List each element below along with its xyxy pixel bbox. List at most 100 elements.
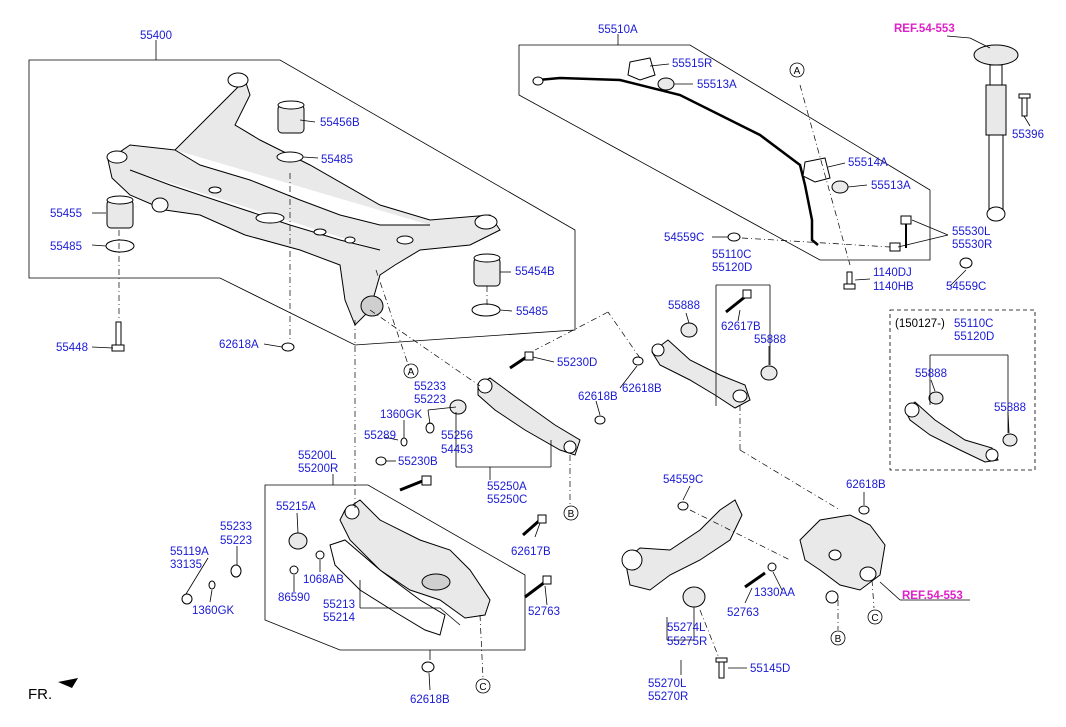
stopper-55485-left[interactable]	[105, 239, 135, 253]
label-55275R[interactable]: 55275R	[667, 636, 707, 648]
bolt-55448[interactable]	[111, 321, 125, 352]
bushing-55256[interactable]	[449, 399, 467, 415]
bushing-55513A-right[interactable]	[831, 180, 849, 194]
label-55530L[interactable]: 55530L	[952, 226, 991, 238]
label-55250C[interactable]: 55250C	[487, 494, 527, 506]
bolt-55230D[interactable]	[509, 351, 534, 370]
stopper-55485-top[interactable]	[276, 151, 304, 163]
label-62618A[interactable]: 62618A	[219, 339, 259, 351]
label-55110C[interactable]: 55110C	[712, 249, 751, 261]
nut-55119A[interactable]	[181, 593, 193, 605]
upper-arm-55110C[interactable]	[651, 339, 751, 409]
shock-absorber[interactable]	[973, 44, 1019, 222]
nut-55230B[interactable]	[375, 456, 387, 466]
label-55200R[interactable]: 55200R	[298, 463, 338, 475]
label-55270R[interactable]: 55270R	[648, 691, 688, 703]
nut-54559C-lower[interactable]	[677, 501, 689, 511]
bolt-86590[interactable]	[289, 565, 299, 575]
label-33135[interactable]: 33135	[170, 559, 202, 571]
bushing-55455[interactable]	[106, 195, 134, 229]
link-55530L[interactable]	[889, 215, 912, 252]
label-55233-b[interactable]: 55233	[220, 521, 252, 533]
label-1140HB[interactable]: 1140HB	[873, 281, 914, 293]
label-52763-lower[interactable]: 52763	[528, 606, 560, 618]
label-52763-knuckle[interactable]: 52763	[727, 607, 759, 619]
label-55396[interactable]: 55396	[1012, 129, 1044, 141]
label-55256[interactable]: 55256	[441, 430, 473, 442]
label-55110C-rev[interactable]: 55110C	[954, 318, 993, 330]
label-54559C-top[interactable]: 54559C	[664, 232, 704, 244]
washer-1330AA[interactable]	[767, 562, 777, 572]
label-55213[interactable]: 55213	[323, 599, 355, 611]
label-62618B-assist[interactable]: 62618B	[578, 391, 618, 403]
nut-62618A[interactable]	[281, 342, 295, 352]
label-55448[interactable]: 55448	[56, 342, 88, 354]
label-55888-b[interactable]: 55888	[754, 334, 786, 346]
label-55270L[interactable]: 55270L	[648, 678, 687, 690]
label-55274L[interactable]: 55274L	[667, 622, 706, 634]
bolt-1140DJ[interactable]	[843, 271, 856, 290]
label-55223-a[interactable]: 55223	[414, 394, 446, 406]
bracket-55515R[interactable]	[627, 57, 656, 81]
assist-arm-55250A[interactable]	[477, 377, 581, 456]
bolt-62617B-assist[interactable]	[522, 514, 547, 537]
bushing-55454B[interactable]	[473, 253, 501, 287]
bolt-55145D[interactable]	[715, 657, 728, 679]
label-55120D[interactable]: 55120D	[712, 262, 752, 274]
label-55119A[interactable]: 55119A	[170, 546, 209, 558]
label-55485-left[interactable]: 55485	[50, 241, 82, 253]
label-1330AA[interactable]: 1330AA	[754, 587, 795, 599]
bolt-62617B-upper[interactable]	[725, 289, 752, 314]
bushing-55888-right[interactable]	[760, 365, 778, 381]
label-55530R[interactable]: 55530R	[952, 239, 992, 251]
label-62617B-assist[interactable]: 62617B	[511, 546, 551, 558]
label-55485-right[interactable]: 55485	[516, 306, 548, 318]
label-62617B-upper[interactable]: 62617B	[721, 321, 761, 333]
label-1360GK-a[interactable]: 1360GK	[380, 409, 423, 421]
label-55200L[interactable]: 55200L	[298, 450, 337, 462]
bolt-55396[interactable]	[1018, 93, 1031, 117]
label-1068AB[interactable]: 1068AB	[303, 574, 344, 586]
label-54559C-lower[interactable]: 54559C	[663, 474, 703, 486]
rear-knuckle[interactable]	[799, 514, 886, 591]
bushing-55513A-top[interactable]	[657, 77, 675, 91]
label-55454B[interactable]: 55454B	[515, 266, 555, 278]
label-55120D-rev[interactable]: 55120D	[954, 331, 994, 343]
nut-62618B-assist[interactable]	[594, 415, 606, 425]
label-62618B-upper[interactable]: 62618B	[622, 383, 662, 395]
nut-54559C-top[interactable]	[727, 232, 741, 242]
label-55214[interactable]: 55214	[323, 612, 356, 624]
label-55289[interactable]: 55289	[364, 430, 396, 442]
upper-arm-revised[interactable]	[904, 401, 999, 463]
washer-1360GK[interactable]	[400, 437, 408, 447]
bolt-52763-lower[interactable]	[524, 575, 552, 599]
ref-link-knuckle[interactable]: REF.54-553	[902, 590, 963, 602]
label-55485-top[interactable]: 55485	[321, 154, 353, 166]
label-55215A[interactable]: 55215A	[276, 501, 316, 513]
washer-1360GK-lower[interactable]	[208, 580, 216, 590]
label-55456B[interactable]: 55456B	[320, 117, 360, 129]
bushing-55888-rev-b[interactable]	[1002, 433, 1018, 447]
label-1360GK-b[interactable]: 1360GK	[192, 605, 235, 617]
label-55250A[interactable]: 55250A	[487, 481, 527, 493]
bolt-upper-lower-arm[interactable]	[399, 475, 432, 492]
bushing-55456B[interactable]	[277, 100, 305, 134]
bushing-55888-left[interactable]	[680, 322, 698, 338]
label-54453[interactable]: 54453	[441, 444, 473, 456]
label-55230B[interactable]: 55230B	[398, 456, 438, 468]
label-55888-d[interactable]: 55888	[994, 402, 1026, 414]
label-54559C-link[interactable]: 54559C	[946, 281, 986, 293]
label-55888-c[interactable]: 55888	[915, 368, 947, 380]
label-55233-a[interactable]: 55233	[414, 381, 446, 393]
bushing-55888-rev-a[interactable]	[928, 391, 944, 405]
bolt-1068AB[interactable]	[315, 550, 325, 560]
ref-link-shock[interactable]: REF.54-553	[894, 23, 955, 35]
bushing-55274L[interactable]	[682, 586, 706, 608]
label-55145D[interactable]: 55145D	[750, 663, 790, 675]
label-55400[interactable]: 55400	[140, 30, 172, 42]
nut-62618B-upper[interactable]	[632, 356, 644, 366]
stopper-55485-right[interactable]	[471, 303, 501, 317]
knuckle-bushing[interactable]	[825, 590, 839, 604]
label-62618B-knuckle[interactable]: 62618B	[846, 479, 886, 491]
label-86590[interactable]: 86590	[278, 592, 310, 604]
